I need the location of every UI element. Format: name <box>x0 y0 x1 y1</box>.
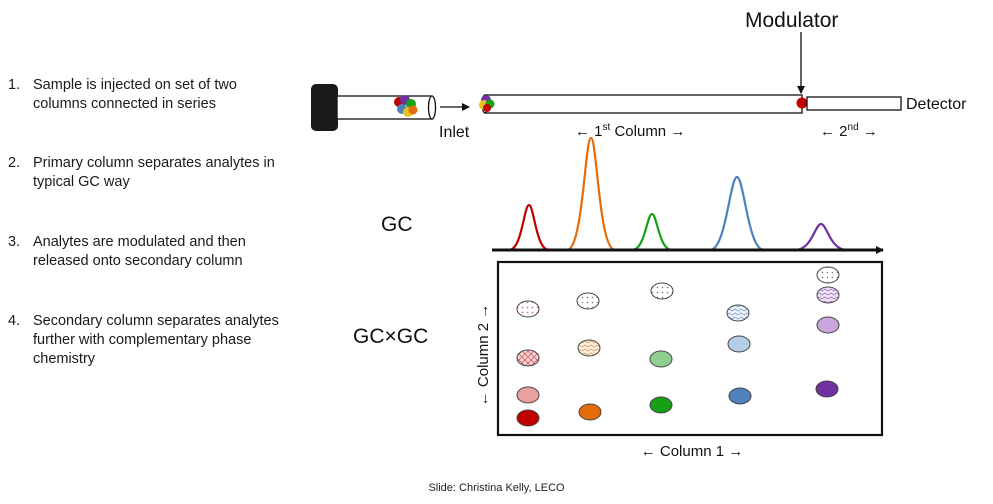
peak-green <box>631 212 673 252</box>
step-3: 3. Analytes are modulated and then relea… <box>8 233 246 271</box>
injector-opening <box>427 95 437 120</box>
inlet-label: Inlet <box>439 124 470 141</box>
slide-credit: Slide: Christina Kelly, LECO <box>428 482 565 494</box>
gc-label: GC <box>381 213 413 236</box>
first-column-label-sup: st <box>603 122 611 133</box>
spot <box>516 409 540 427</box>
step-text-line: Primary column separates analytes in <box>33 155 275 171</box>
peak-blue <box>709 175 765 252</box>
step-4: 4. Secondary column separates analytes f… <box>8 312 279 369</box>
spot <box>816 266 840 284</box>
peak-orange <box>566 136 616 252</box>
step-text-line: released onto secondary column <box>33 253 243 269</box>
spot <box>516 300 540 318</box>
step-text-line: further with complementary phase <box>33 332 252 348</box>
column-2-axis-label: ← Column 2 → <box>475 304 492 407</box>
second-column-label-sup: nd <box>848 122 859 133</box>
spot <box>516 386 540 404</box>
gcxgc-label: GC×GC <box>353 325 428 348</box>
spot <box>576 292 600 310</box>
spot <box>516 349 540 367</box>
sample-mixture <box>394 95 418 117</box>
gc-chromatogram <box>492 136 884 254</box>
gcxgc-diagram: Inlet Modulator Detector ← 1st Column → … <box>311 9 967 460</box>
spot <box>650 282 674 300</box>
first-column-label-post: Column → <box>610 123 685 140</box>
step-number: 2. <box>8 155 21 171</box>
step-text-line: chemistry <box>33 351 96 367</box>
first-column-label: ← 1st Column → <box>575 122 685 140</box>
detector-label: Detector <box>906 96 967 113</box>
peak-purple <box>794 222 848 252</box>
step-1: 1. Sample is injected on set of two colu… <box>8 76 237 114</box>
secondary-column <box>806 96 902 111</box>
step-number: 1. <box>8 77 21 93</box>
primary-column-sample <box>479 95 495 112</box>
spot <box>816 286 840 304</box>
modulator-spot <box>796 97 808 109</box>
gcxgc-spots <box>516 266 840 427</box>
step-text-line: Sample is injected on set of two <box>33 77 237 93</box>
step-text-line: Secondary column separates analytes <box>33 313 279 329</box>
spot <box>649 396 673 414</box>
spot <box>577 339 601 357</box>
step-number: 4. <box>8 313 21 329</box>
spot <box>728 387 752 405</box>
spot <box>815 380 839 398</box>
second-column-label: ← 2nd → <box>820 122 878 140</box>
modulator-label: Modulator <box>745 9 838 32</box>
step-text-line: columns connected in series <box>33 96 216 112</box>
spot <box>727 335 751 353</box>
injector-liner <box>336 95 433 120</box>
peak-red <box>508 203 550 252</box>
spot <box>726 304 750 322</box>
step-number: 3. <box>8 234 21 250</box>
step-2: 2. Primary column separates analytes in … <box>8 154 275 192</box>
injector-cap <box>311 84 338 131</box>
second-column-label-post: → <box>859 123 878 140</box>
spot <box>816 316 840 334</box>
spot <box>649 350 673 368</box>
primary-column <box>484 94 803 114</box>
first-column-label-pre: ← 1 <box>575 123 603 140</box>
step-text-line: typical GC way <box>33 174 130 190</box>
spot <box>578 403 602 421</box>
step-text-line: Analytes are modulated and then <box>33 234 246 250</box>
column-1-axis-label: ← Column 1 → <box>641 443 744 460</box>
second-column-label-pre: ← 2 <box>820 123 848 140</box>
